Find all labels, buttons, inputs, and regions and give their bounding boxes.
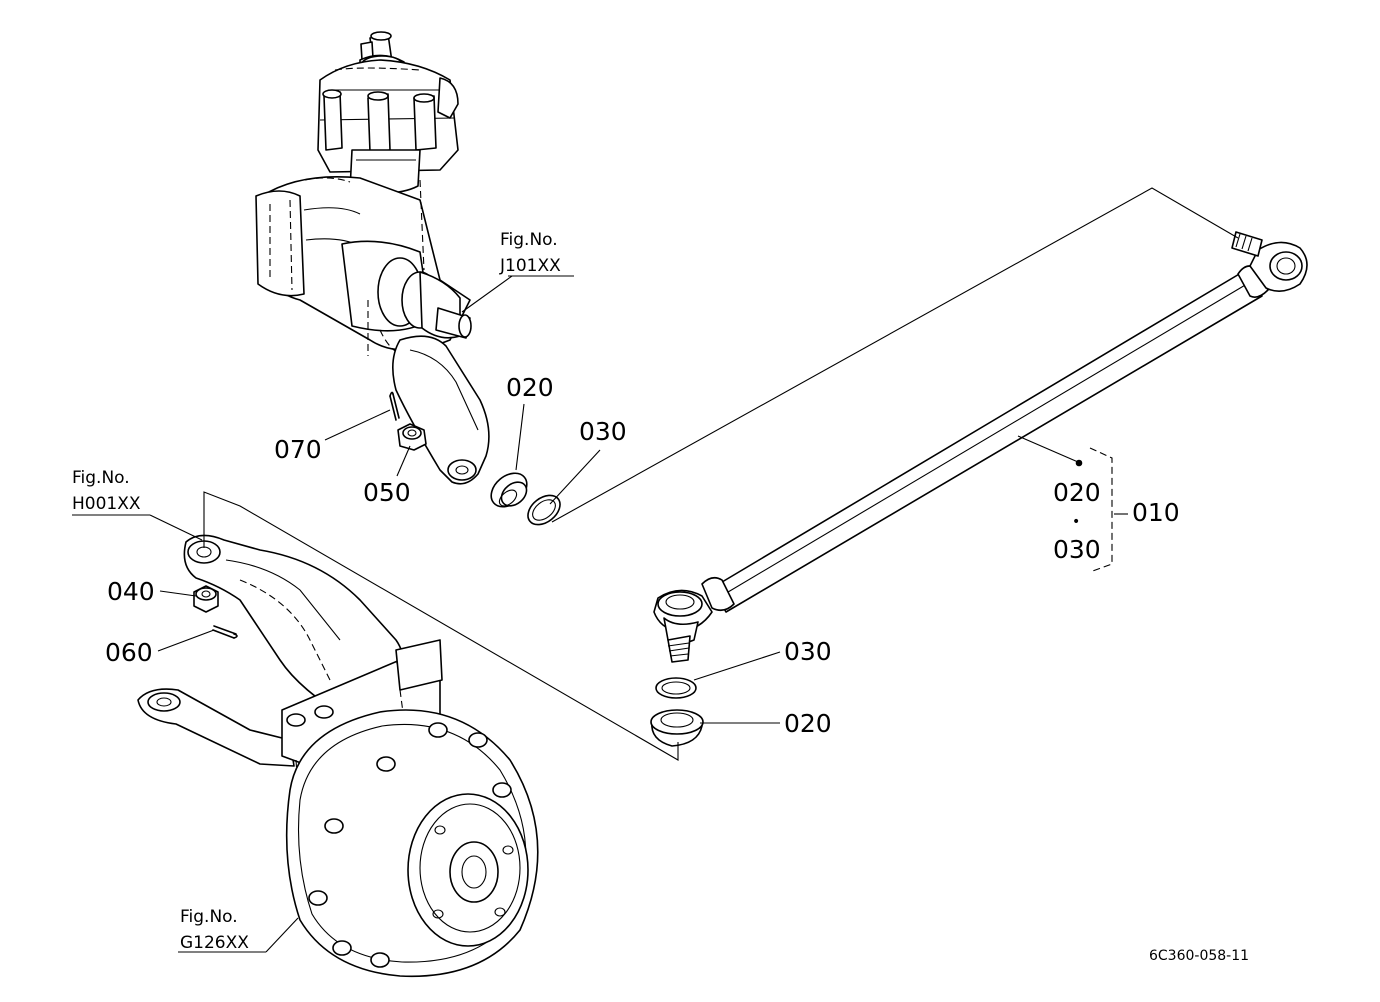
part-label-030-lower[interactable]: 030 bbox=[784, 637, 832, 666]
dust-cover-020-lower bbox=[650, 709, 704, 747]
ref-prefix-hub: Fig.No. bbox=[180, 907, 238, 927]
part-label-010[interactable]: 010 bbox=[1132, 498, 1180, 527]
wheel-hub-illustration bbox=[285, 709, 539, 978]
retaining-ring-030-upper bbox=[527, 494, 561, 526]
ref-code-front-axle[interactable]: H001XX bbox=[72, 494, 141, 514]
part-label-030-group: 030 bbox=[1053, 535, 1101, 564]
ref-prefix-steering-gearbox: Fig.No. bbox=[500, 230, 558, 250]
part-label-070[interactable]: 070 bbox=[274, 435, 322, 464]
split-pin-070 bbox=[389, 391, 400, 421]
part-label-050[interactable]: 050 bbox=[363, 478, 411, 507]
ref-prefix-front-axle: Fig.No. bbox=[72, 468, 130, 488]
figure-code: 6C360-058-11 bbox=[1149, 948, 1249, 964]
ref-code-steering-gearbox[interactable]: J101XX bbox=[499, 256, 561, 276]
part-label-040[interactable]: 040 bbox=[107, 577, 155, 606]
part-label-020-upper[interactable]: 020 bbox=[506, 373, 554, 402]
castle-nut-040 bbox=[193, 585, 219, 613]
tie-rod-assembly-010 bbox=[653, 231, 1308, 663]
steering-gearbox-illustration bbox=[255, 31, 472, 357]
assembly-lines bbox=[203, 187, 1239, 761]
part-label-030-upper[interactable]: 030 bbox=[579, 417, 627, 446]
pitman-arm-illustration bbox=[392, 335, 490, 485]
split-pin-060 bbox=[212, 625, 238, 639]
part-label-020-lower[interactable]: 020 bbox=[784, 709, 832, 738]
dust-cover-020-upper bbox=[490, 472, 528, 508]
part-label-060[interactable]: 060 bbox=[105, 638, 153, 667]
castle-nut-050 bbox=[397, 423, 427, 451]
leader-lines bbox=[72, 275, 1128, 953]
ref-code-hub[interactable]: G126XX bbox=[180, 933, 249, 953]
part-label-020-group: 020 bbox=[1053, 478, 1101, 507]
group-separator: • bbox=[1072, 514, 1080, 530]
retaining-ring-030-lower bbox=[655, 677, 697, 699]
